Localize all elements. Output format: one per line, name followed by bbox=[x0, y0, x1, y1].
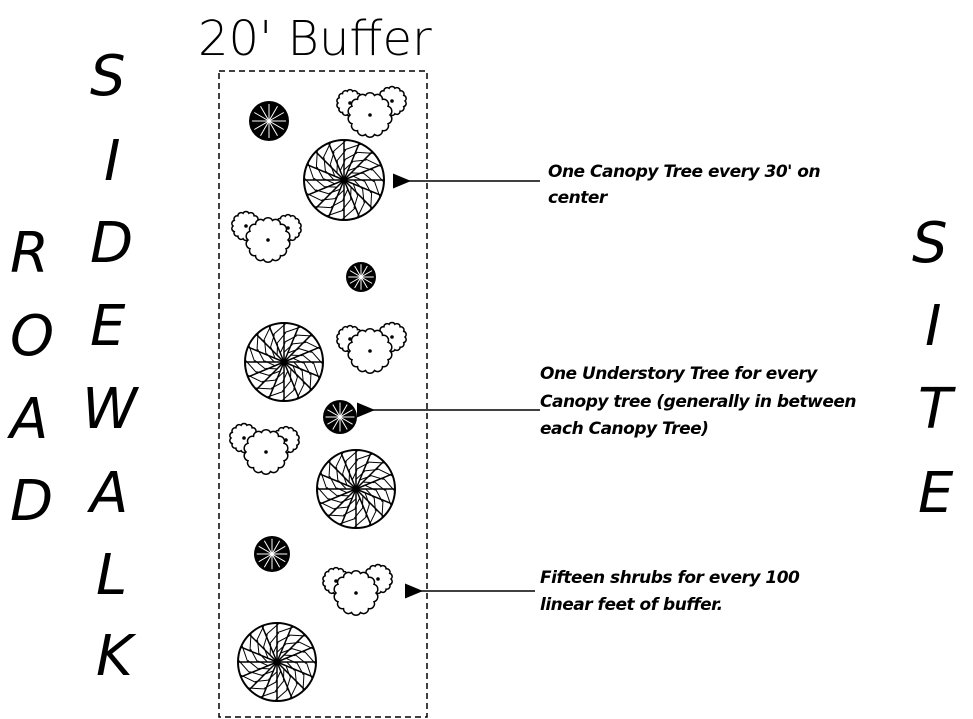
road-letter: A bbox=[7, 387, 48, 452]
sidewalk-letter: I bbox=[104, 129, 121, 194]
plant-symbols bbox=[229, 85, 407, 702]
canopy-tree-icon bbox=[237, 622, 317, 702]
shrub-callout-line: Fifteen shrubs for every 100 bbox=[540, 568, 800, 588]
shrub-icon bbox=[323, 400, 357, 434]
sidewalk-letter: S bbox=[90, 44, 126, 109]
canopy-callout: One Canopy Tree every 30' on center bbox=[548, 162, 821, 208]
road-letter: D bbox=[10, 469, 53, 534]
road-letter: O bbox=[10, 304, 54, 369]
sidewalk-letter: A bbox=[87, 461, 128, 526]
sidewalk-letter: E bbox=[90, 294, 126, 359]
understory-tree-icon bbox=[231, 210, 302, 263]
understory-callout-line: Canopy tree (generally in between bbox=[540, 392, 856, 412]
road-label: R O A D bbox=[7, 221, 54, 534]
shrub-icon bbox=[254, 536, 290, 572]
shrub-callout: Fifteen shrubs for every 100 linear feet… bbox=[540, 568, 801, 615]
site-letter: T bbox=[918, 377, 956, 442]
site-letter: S bbox=[912, 211, 948, 276]
understory-callout-line: each Canopy Tree) bbox=[540, 419, 708, 439]
sidewalk-label: S I D E W A L K bbox=[82, 44, 140, 689]
canopy-callout-line: One Canopy Tree every 30' on bbox=[548, 162, 820, 182]
understory-callout-line: One Understory Tree for every bbox=[540, 364, 818, 384]
shrub-callout-line: linear feet of buffer. bbox=[540, 595, 723, 615]
sidewalk-letter: W bbox=[82, 377, 140, 442]
understory-tree-icon bbox=[336, 85, 407, 138]
understory-tree-icon bbox=[229, 422, 300, 475]
canopy-tree-icon bbox=[303, 139, 385, 221]
canopy-tree-icon bbox=[244, 322, 324, 402]
canopy-callout-line: center bbox=[548, 188, 609, 208]
understory-tree-icon bbox=[336, 321, 407, 374]
road-letter: R bbox=[10, 221, 49, 286]
sidewalk-letter: L bbox=[96, 543, 127, 608]
buffer-boundary bbox=[218, 70, 428, 718]
site-letter: I bbox=[925, 294, 942, 359]
buffer-title: 20' Buffer bbox=[198, 11, 432, 67]
sidewalk-letter: K bbox=[96, 624, 137, 689]
canopy-tree-icon bbox=[316, 449, 396, 529]
site-label: S I T E bbox=[912, 211, 956, 526]
callout-arrows bbox=[357, 173, 540, 599]
shrub-icon bbox=[346, 262, 376, 292]
shrub-icon bbox=[249, 101, 289, 141]
understory-tree-icon bbox=[322, 563, 393, 616]
sidewalk-letter: D bbox=[90, 211, 133, 276]
site-letter: E bbox=[918, 461, 954, 526]
understory-callout: One Understory Tree for every Canopy tre… bbox=[540, 364, 857, 439]
